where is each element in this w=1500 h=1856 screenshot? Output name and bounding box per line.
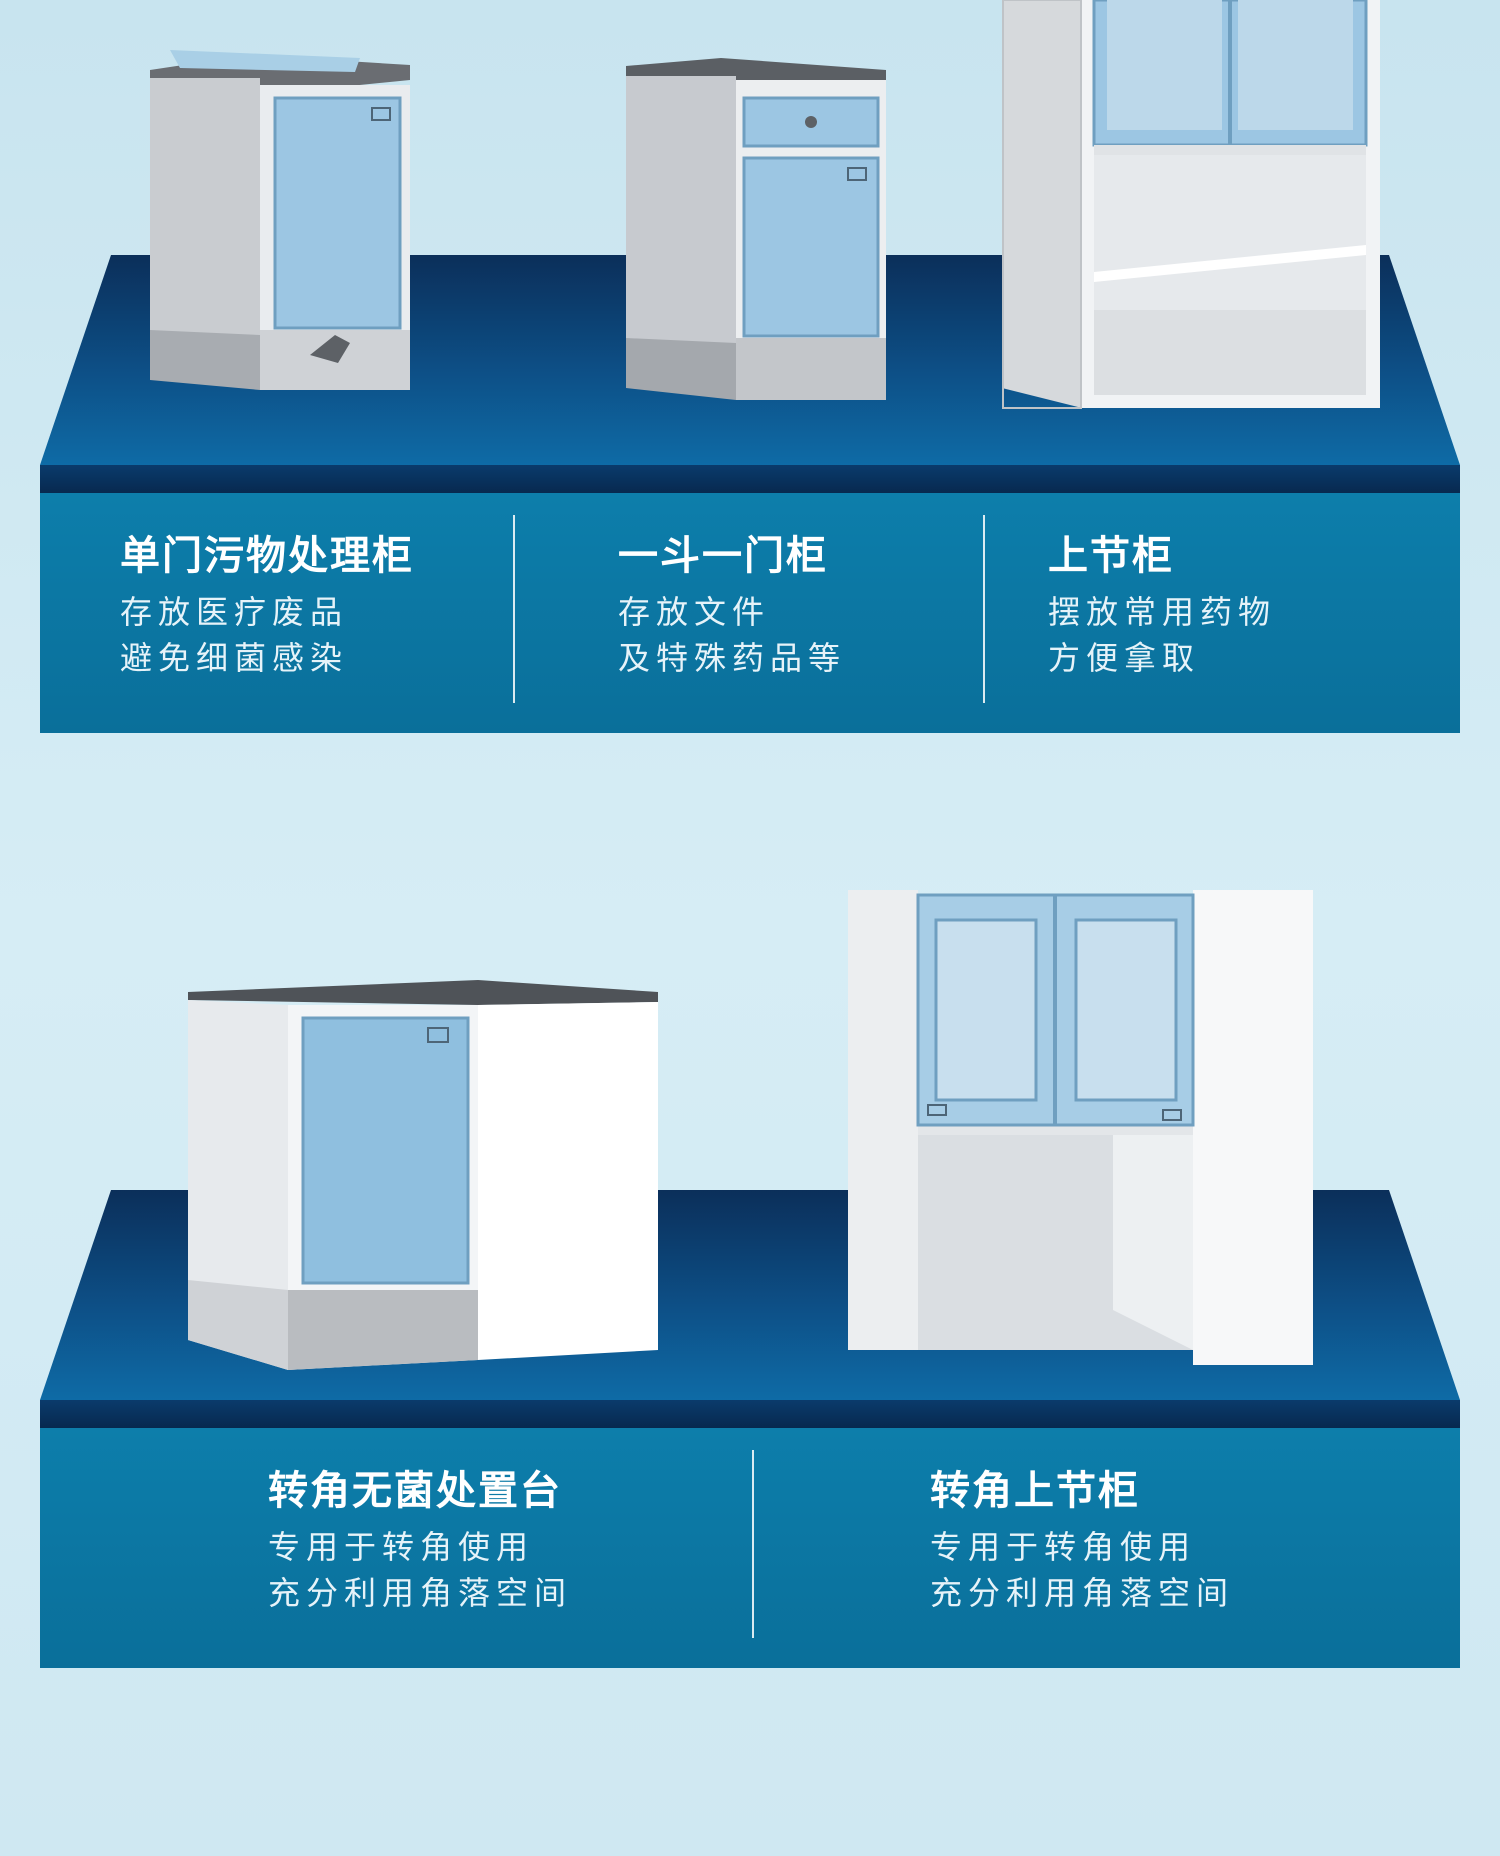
caption-upper-cabinet: 上节柜 摆放常用药物 方便拿取	[983, 493, 1460, 733]
caption-line: 专用于转角使用	[268, 1528, 535, 1566]
caption-line: 充分利用角落空间	[268, 1574, 573, 1612]
caption-title: 一斗一门柜	[618, 533, 828, 579]
caption-title: 上节柜	[1048, 533, 1174, 579]
product-row-2: 转角无菌处置台 专用于转角使用 充分利用角落空间 转角上节柜 专用于转角使用 充…	[0, 860, 1500, 1680]
caption-title: 转角上节柜	[930, 1468, 1140, 1514]
caption-line: 避免细菌感染	[120, 639, 349, 677]
caption-line: 充分利用角落空间	[930, 1574, 1235, 1612]
caption-line: 专用于转角使用	[930, 1528, 1197, 1566]
caption-corner-upper-cabinet: 转角上节柜 专用于转角使用 充分利用角落空间	[752, 1428, 1460, 1668]
caption-line: 存放文件	[618, 593, 771, 631]
corner-upper-cabinet-icon	[848, 890, 1313, 1365]
caption-waste-disposal-cabinet: 单门污物处理柜 存放医疗废品 避免细菌感染	[40, 493, 513, 733]
caption-title: 单门污物处理柜	[120, 533, 414, 579]
caption-line: 存放医疗废品	[120, 593, 349, 631]
drawer-door-cabinet-icon	[626, 58, 886, 406]
platform-rim	[40, 465, 1460, 493]
caption-line: 方便拿取	[1048, 639, 1201, 677]
waste-disposal-cabinet-icon	[150, 50, 410, 405]
caption-title: 转角无菌处置台	[268, 1468, 562, 1514]
upper-cabinet-icon	[1002, 0, 1380, 409]
platform-rim	[40, 1400, 1460, 1428]
caption-line: 摆放常用药物	[1048, 593, 1277, 631]
caption-drawer-door-cabinet: 一斗一门柜 存放文件 及特殊药品等	[513, 493, 983, 733]
caption-corner-sterile-station: 转角无菌处置台 专用于转角使用 充分利用角落空间	[40, 1428, 752, 1668]
platform-front: 转角无菌处置台 专用于转角使用 充分利用角落空间 转角上节柜 专用于转角使用 充…	[40, 1428, 1460, 1668]
product-row-1: 单门污物处理柜 存放医疗废品 避免细菌感染 一斗一门柜 存放文件 及特殊药品等 …	[0, 0, 1500, 740]
caption-line: 及特殊药品等	[618, 639, 847, 677]
platform-front: 单门污物处理柜 存放医疗废品 避免细菌感染 一斗一门柜 存放文件 及特殊药品等 …	[40, 493, 1460, 733]
corner-sterile-station-icon	[188, 980, 658, 1375]
